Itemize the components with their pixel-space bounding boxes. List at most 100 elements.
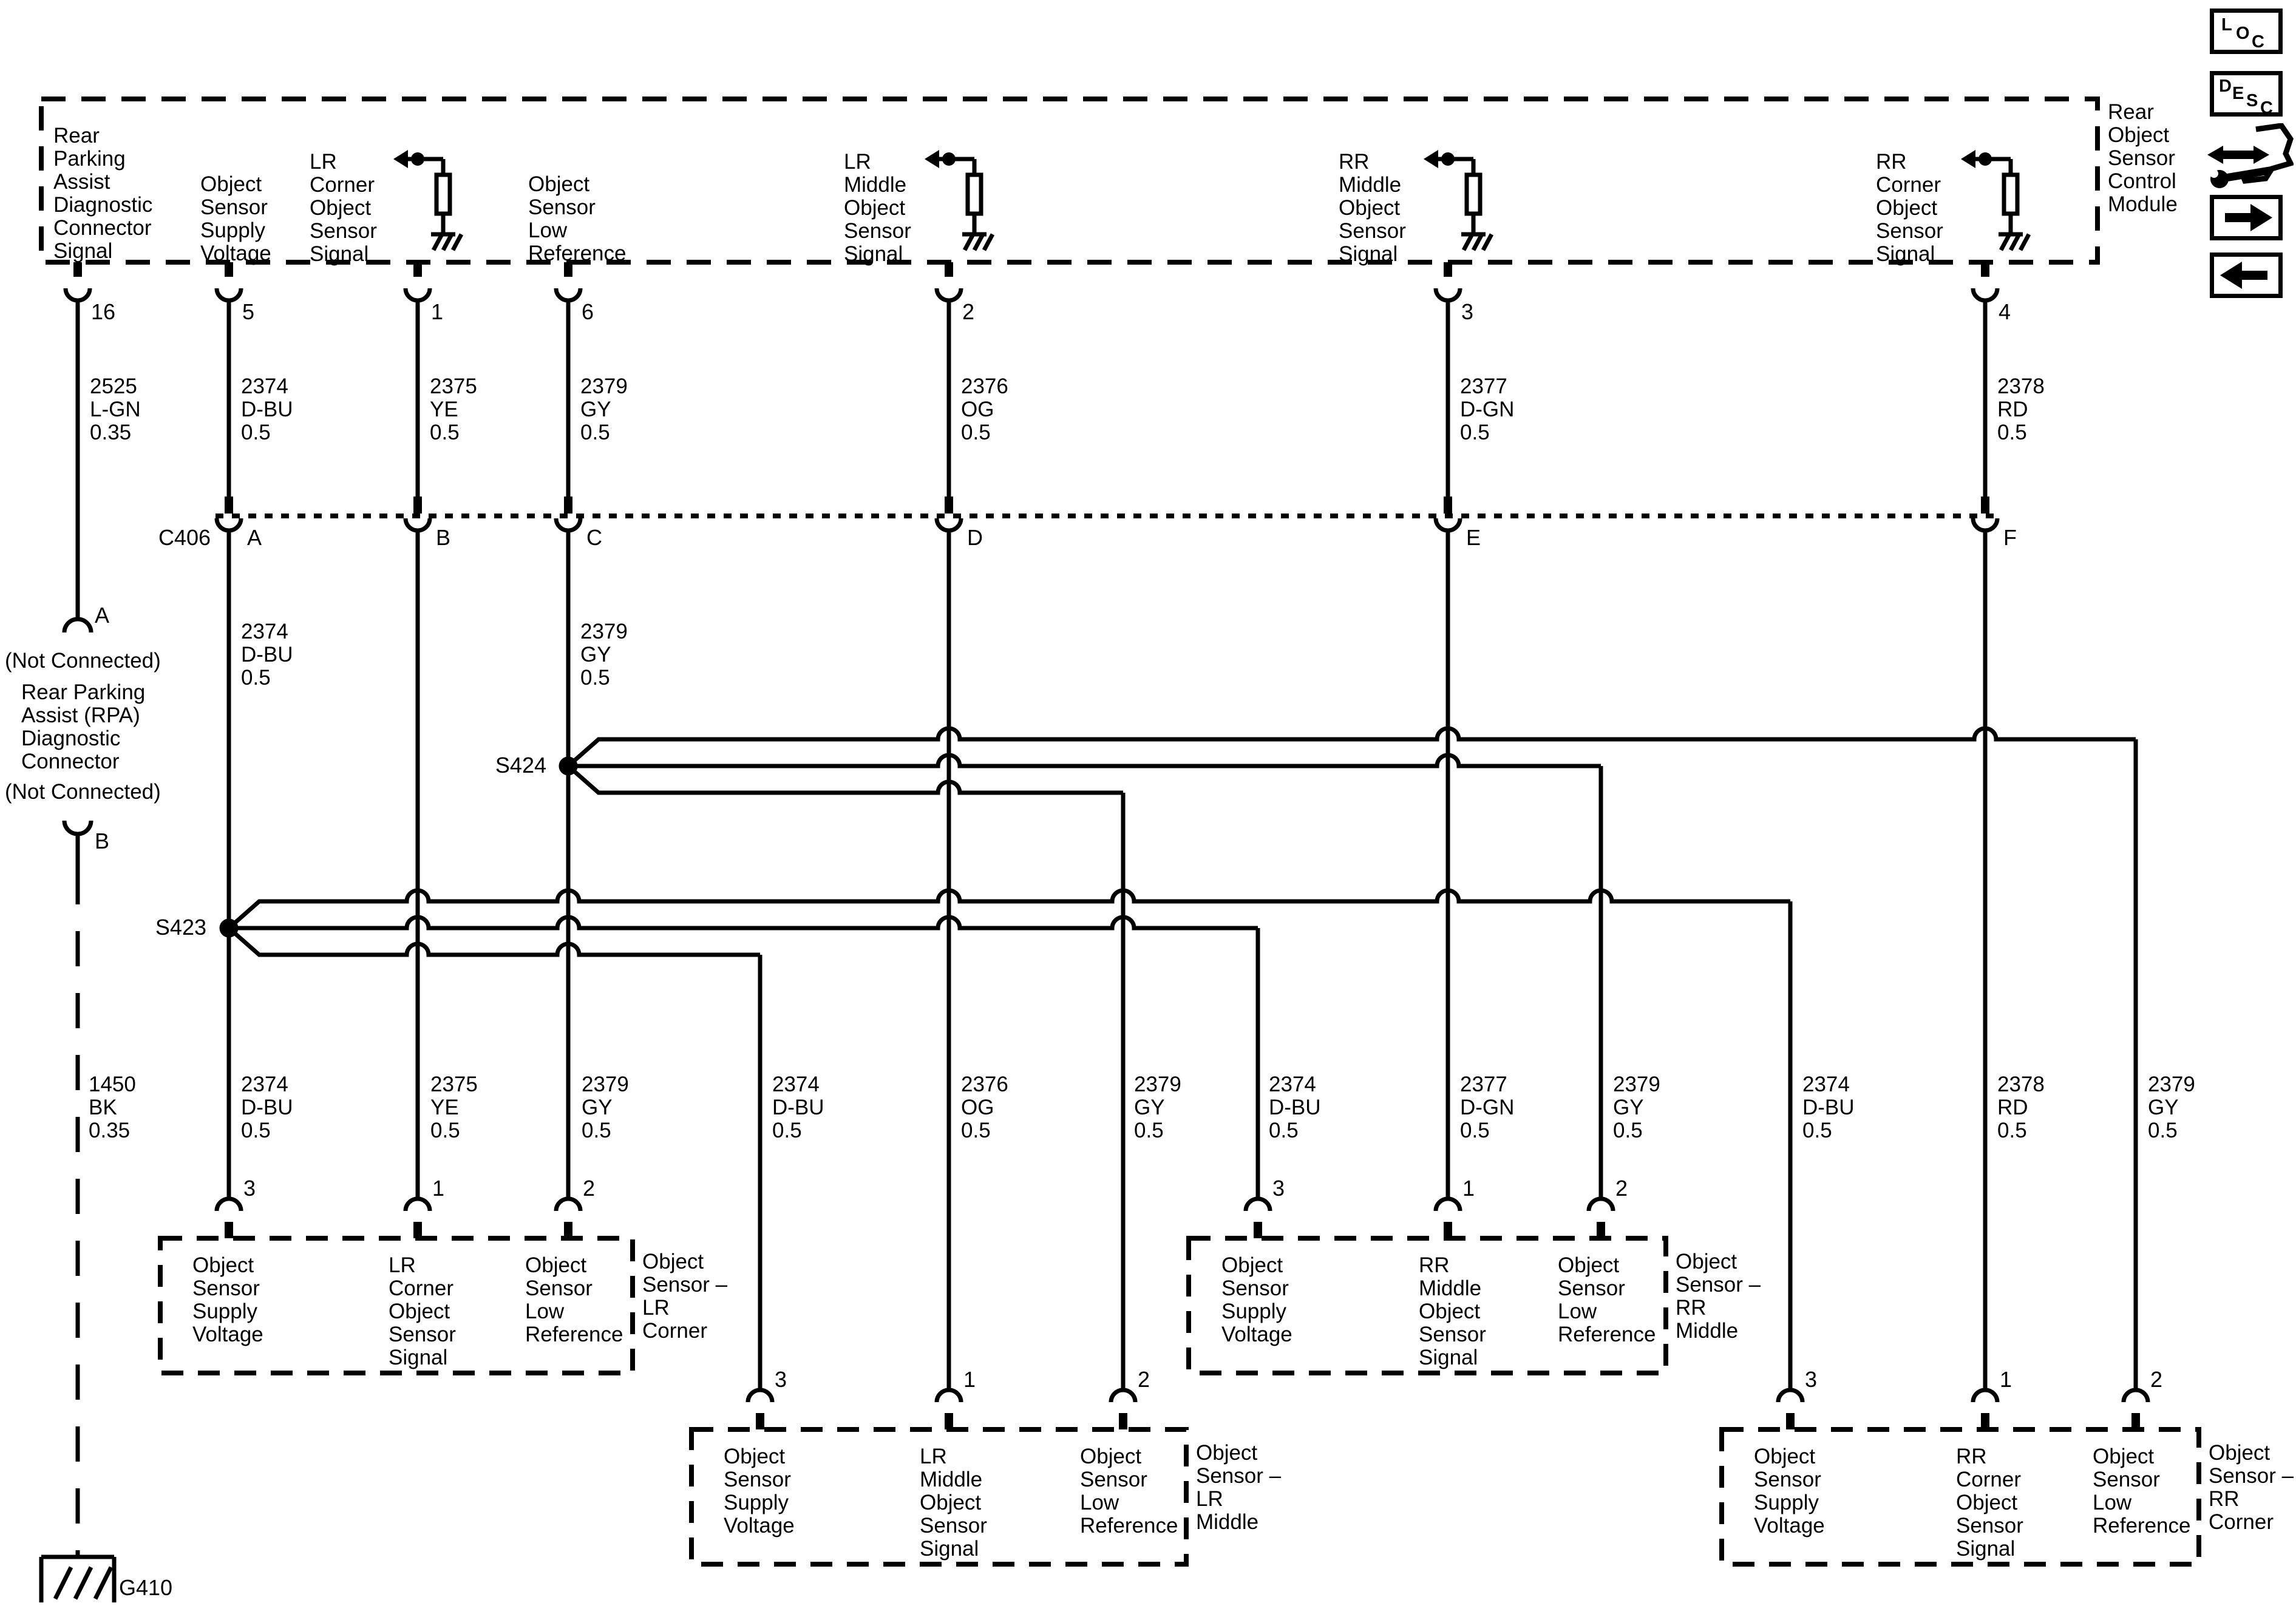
sensor-pin-function-label: Object Sensor Low Reference xyxy=(525,1253,623,1346)
nav-back-button[interactable] xyxy=(2210,253,2283,298)
pin-number: 3 xyxy=(1805,1367,1818,1392)
wire-label: 2377 D-GN 0.5 xyxy=(1460,375,1515,444)
module-pin-function-label: Rear Parking Assist Diagnostic Connector… xyxy=(53,124,153,263)
sensor-pin-function-label: Object Sensor Low Reference xyxy=(1558,1253,1656,1346)
pin-number: 3 xyxy=(1461,299,1474,324)
wire-label: 2379 GY 0.5 xyxy=(1613,1073,1660,1142)
wire-label: 2376 OG 0.5 xyxy=(961,375,1008,444)
rr-corner-termination xyxy=(1961,150,2029,250)
desc-letter: S xyxy=(2246,91,2258,110)
s423-branch-rr-middle xyxy=(229,915,1258,931)
pin-number: 6 xyxy=(582,299,594,324)
sensor-box-title: Object Sensor – LR Middle xyxy=(1196,1441,1282,1534)
module-title: Rear Object Sensor Control Module xyxy=(2108,100,2178,216)
nav-desc-button[interactable]: D E S C xyxy=(2210,71,2283,117)
splice-label: S424 xyxy=(495,753,546,778)
connector-cavity-letter: F xyxy=(2003,525,2017,550)
sensor-box-lr-middle xyxy=(689,1427,1189,1567)
pin-number: 1 xyxy=(432,1176,445,1201)
sensor-box-rr-corner xyxy=(1719,1427,2201,1567)
sensor-pin-function-label: Object Sensor Supply Voltage xyxy=(192,1253,263,1346)
loc-letter: C xyxy=(2252,32,2264,52)
wire-label: 1450 BK 0.35 xyxy=(89,1073,136,1142)
wire-label: 2376 OG 0.5 xyxy=(961,1073,1008,1142)
wire-label: 2377 D-GN 0.5 xyxy=(1460,1073,1515,1142)
sensor-box-title: Object Sensor – RR Corner xyxy=(2209,1441,2294,1534)
sensor-pin-function-label: LR Middle Object Sensor Signal xyxy=(920,1445,987,1561)
sensor-pin-function-label: LR Corner Object Sensor Signal xyxy=(389,1253,456,1369)
pin-number: 4 xyxy=(1999,299,2011,324)
pin-number: 2 xyxy=(583,1176,596,1201)
s423-branch-rr-corner xyxy=(227,888,1790,930)
connector-cavity-letter: B xyxy=(436,525,451,550)
diagnostic-tool-icon[interactable] xyxy=(2206,123,2295,189)
wire-label: 2525 L-GN 0.35 xyxy=(90,375,141,444)
sensor-box-title: Object Sensor – LR Corner xyxy=(642,1250,728,1343)
module-pin-function-label: RR Corner Object Sensor Signal xyxy=(1876,150,1943,266)
pin-number: 3 xyxy=(243,1176,256,1201)
connector-cavity-letter: E xyxy=(1466,525,1481,550)
wire-label: 2379 GY 0.5 xyxy=(1134,1073,1181,1142)
module-pin-function-label: Object Sensor Low Reference xyxy=(528,172,627,265)
wire-label: 2374 D-BU 0.5 xyxy=(1269,1073,1321,1142)
pin-number: 5 xyxy=(242,299,255,324)
connector-a-symbol xyxy=(62,617,93,633)
module-pin-function-label: RR Middle Object Sensor Signal xyxy=(1339,150,1406,266)
pin-number: 1 xyxy=(431,299,444,324)
wire-label: 2379 GY 0.5 xyxy=(580,375,628,444)
pin-number: 3 xyxy=(1272,1176,1285,1201)
module-pin-function-label: Object Sensor Supply Voltage xyxy=(200,172,271,265)
module-box-outline xyxy=(39,97,2100,265)
wire-label: 2374 D-BU 0.5 xyxy=(772,1073,824,1142)
not-connected-label: (Not Connected) xyxy=(5,780,161,804)
nav-next-button[interactable] xyxy=(2210,195,2283,240)
not-connected-label: (Not Connected) xyxy=(5,649,161,673)
rr-middle-termination xyxy=(1424,150,1492,250)
s424-branch-lr-middle xyxy=(566,764,1123,795)
ground-label: G410 xyxy=(119,1575,173,1600)
connector-name: C406 xyxy=(158,525,211,550)
pin-number: 2 xyxy=(2150,1367,2163,1392)
loc-letter: O xyxy=(2236,24,2250,43)
pin-number: 2 xyxy=(1615,1176,1628,1201)
loc-letter: L xyxy=(2221,15,2232,35)
wire-label: 2374 D-BU 0.5 xyxy=(241,620,293,690)
sensor-pin-function-label: RR Middle Object Sensor Signal xyxy=(1419,1253,1486,1369)
connector-cavity-letter: A xyxy=(95,603,110,628)
desc-letter: C xyxy=(2260,98,2273,118)
wire-label: 2378 RD 0.5 xyxy=(1997,1073,2045,1142)
wire-label: 2374 D-BU 0.5 xyxy=(241,375,293,444)
pin-number: 2 xyxy=(1138,1367,1150,1392)
connector-cavity-letter: A xyxy=(247,525,262,550)
wire-label: 2375 YE 0.5 xyxy=(430,1073,478,1142)
sensor-pin-function-label: RR Corner Object Sensor Signal xyxy=(1956,1445,2023,1561)
s424-branch-rr-corner xyxy=(566,726,2136,768)
nav-loc-button[interactable]: L O C xyxy=(2210,8,2283,54)
sensor-box-title: Object Sensor – RR Middle xyxy=(1676,1250,1761,1343)
pin-number: 16 xyxy=(91,299,116,324)
pin-number: 2 xyxy=(962,299,975,324)
sensor-box-lr-corner xyxy=(158,1236,635,1375)
splice-label: S423 xyxy=(155,915,206,940)
sensor-pin-function-label: Object Sensor Supply Voltage xyxy=(1221,1253,1292,1346)
rpa-connector-label: Rear Parking Assist (RPA) Diagnostic Con… xyxy=(21,680,146,773)
lr-middle-termination xyxy=(925,150,993,250)
sensor-pin-function-label: Object Sensor Low Reference xyxy=(2093,1445,2191,1537)
desc-letter: D xyxy=(2219,76,2232,96)
module-pin-function-label: LR Corner Object Sensor Signal xyxy=(310,150,377,266)
s423-branch-lr-middle xyxy=(227,926,760,957)
pin-number: 1 xyxy=(1462,1176,1475,1201)
wire-label: 2379 GY 0.5 xyxy=(2148,1073,2195,1142)
lr-corner-termination xyxy=(393,150,461,250)
wire-label: 2374 D-BU 0.5 xyxy=(1802,1073,1855,1142)
connector-cavity-letter: C xyxy=(586,525,602,550)
s424-branch-rr-middle xyxy=(568,753,1601,768)
pin-number: 1 xyxy=(963,1367,976,1392)
sensor-pin-function-label: Object Sensor Supply Voltage xyxy=(1754,1445,1825,1537)
wire-label: 2375 YE 0.5 xyxy=(430,375,477,444)
wire-label: 2374 D-BU 0.5 xyxy=(241,1073,293,1142)
connector-cavity-letter: B xyxy=(95,829,110,853)
connector-cavity-letter: D xyxy=(967,525,983,550)
desc-letter: E xyxy=(2232,84,2244,103)
